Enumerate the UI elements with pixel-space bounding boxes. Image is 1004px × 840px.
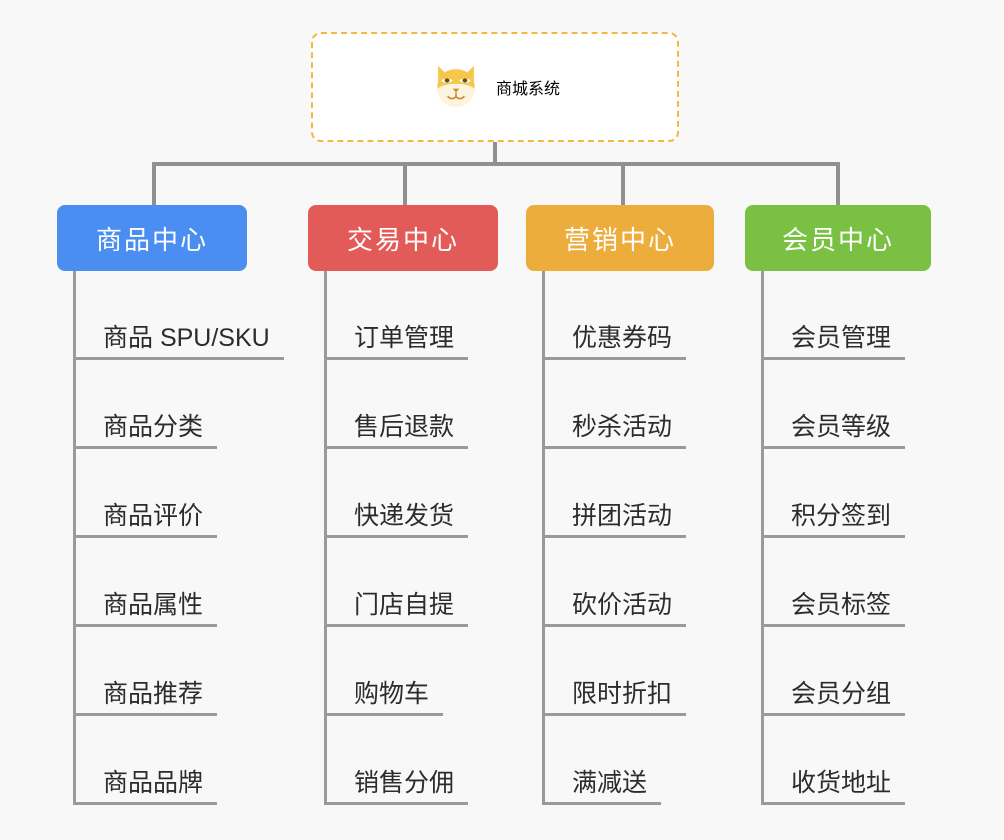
list-item[interactable]: 满减送 xyxy=(544,716,756,805)
list-item[interactable]: 拼团活动 xyxy=(544,449,756,538)
leaf-label: 秒杀活动 xyxy=(544,413,687,449)
list-item[interactable]: 秒杀活动 xyxy=(544,360,756,449)
leaf-label: 售后退款 xyxy=(326,413,469,449)
branch-header-2[interactable]: 交易中心 xyxy=(308,205,498,271)
leaf-label: 砍价活动 xyxy=(544,591,687,627)
list-item[interactable]: 销售分佣 xyxy=(326,716,548,805)
leaf-label: 销售分佣 xyxy=(326,769,469,805)
list-item[interactable]: 限时折扣 xyxy=(544,627,756,716)
list-item[interactable]: 商品 SPU/SKU xyxy=(75,271,307,360)
list-item[interactable]: 商品推荐 xyxy=(75,627,307,716)
list-item[interactable]: 会员等级 xyxy=(763,360,975,449)
connector-bus xyxy=(152,162,840,166)
branch-body-4: 会员管理 会员等级 积分签到 会员标签 会员分组 收货地址 xyxy=(745,271,975,805)
leaf-label: 商品品牌 xyxy=(75,769,218,805)
list-item[interactable]: 快递发货 xyxy=(326,449,548,538)
leaf-label: 商品推荐 xyxy=(75,680,218,716)
leaf-label: 会员分组 xyxy=(763,680,906,716)
leaf-label: 商品分类 xyxy=(75,413,218,449)
branch-body-3: 优惠券码 秒杀活动 拼团活动 砍价活动 限时折扣 满减送 xyxy=(526,271,756,805)
branch-spine-3 xyxy=(542,271,545,805)
leaf-label: 收货地址 xyxy=(763,769,906,805)
list-item[interactable]: 商品属性 xyxy=(75,538,307,627)
leaf-label: 优惠券码 xyxy=(544,324,687,360)
branch-spine-2 xyxy=(324,271,327,805)
list-item[interactable]: 商品评价 xyxy=(75,449,307,538)
list-item[interactable]: 砍价活动 xyxy=(544,538,756,627)
branch-header-label-2: 交易中心 xyxy=(346,224,459,255)
branch-header-label-1: 商品中心 xyxy=(95,224,208,255)
branch-body-2: 订单管理 售后退款 快递发货 门店自提 购物车 销售分佣 xyxy=(308,271,548,805)
shiba-dog-icon xyxy=(437,65,475,107)
list-item[interactable]: 订单管理 xyxy=(326,271,548,360)
leaf-label: 快递发货 xyxy=(326,502,469,538)
leaf-list-1: 商品 SPU/SKU 商品分类 商品评价 商品属性 商品推荐 商品品牌 xyxy=(75,271,307,805)
connector-drop-col-1 xyxy=(152,162,156,207)
branch-header-3[interactable]: 营销中心 xyxy=(526,205,714,271)
list-item[interactable]: 商品分类 xyxy=(75,360,307,449)
branch-body-1: 商品 SPU/SKU 商品分类 商品评价 商品属性 商品推荐 商品品牌 xyxy=(57,271,307,805)
connector-root-stem xyxy=(493,142,497,164)
connector-drop-col-2 xyxy=(403,162,407,207)
branch-header-label-4: 会员中心 xyxy=(781,224,894,255)
leaf-label: 商品属性 xyxy=(75,591,218,627)
leaf-label: 订单管理 xyxy=(326,324,469,360)
connector-drop-col-4 xyxy=(836,162,840,207)
branch-header-1[interactable]: 商品中心 xyxy=(57,205,247,271)
branch-column-4: 会员中心 会员管理 会员等级 积分签到 会员标签 会员分组 收货地址 xyxy=(745,205,975,805)
leaf-label: 会员标签 xyxy=(763,591,906,627)
list-item[interactable]: 购物车 xyxy=(326,627,548,716)
list-item[interactable]: 收货地址 xyxy=(763,716,975,805)
list-item[interactable]: 商品品牌 xyxy=(75,716,307,805)
leaf-label: 会员管理 xyxy=(763,324,906,360)
leaf-label: 商品 SPU/SKU xyxy=(75,324,284,360)
branch-column-3: 营销中心 优惠券码 秒杀活动 拼团活动 砍价活动 限时折扣 满减送 xyxy=(526,205,756,805)
connector-drop-col-3 xyxy=(621,162,625,207)
list-item[interactable]: 积分签到 xyxy=(763,449,975,538)
branch-header-label-3: 营销中心 xyxy=(563,224,676,255)
leaf-label: 限时折扣 xyxy=(544,680,687,716)
branch-spine-1 xyxy=(73,271,76,805)
list-item[interactable]: 售后退款 xyxy=(326,360,548,449)
branch-column-1: 商品中心 商品 SPU/SKU 商品分类 商品评价 商品属性 商品推荐 商品品牌 xyxy=(57,205,307,805)
leaf-label: 商品评价 xyxy=(75,502,218,538)
leaf-label: 拼团活动 xyxy=(544,502,687,538)
list-item[interactable]: 会员管理 xyxy=(763,271,975,360)
branch-spine-4 xyxy=(761,271,764,805)
list-item[interactable]: 门店自提 xyxy=(326,538,548,627)
list-item[interactable]: 会员分组 xyxy=(763,627,975,716)
leaf-label: 会员等级 xyxy=(763,413,906,449)
leaf-label: 门店自提 xyxy=(326,591,469,627)
branch-column-2: 交易中心 订单管理 售后退款 快递发货 门店自提 购物车 销售分佣 xyxy=(308,205,548,805)
branch-header-4[interactable]: 会员中心 xyxy=(745,205,931,271)
root-title: 商城系统 xyxy=(495,81,560,98)
leaf-label: 积分签到 xyxy=(763,502,906,538)
list-item[interactable]: 会员标签 xyxy=(763,538,975,627)
leaf-list-4: 会员管理 会员等级 积分签到 会员标签 会员分组 收货地址 xyxy=(763,271,975,805)
root-node[interactable]: 商城系统 xyxy=(311,32,679,142)
leaf-list-3: 优惠券码 秒杀活动 拼团活动 砍价活动 限时折扣 满减送 xyxy=(544,271,756,805)
list-item[interactable]: 优惠券码 xyxy=(544,271,756,360)
leaf-label: 满减送 xyxy=(544,769,662,805)
leaf-label: 购物车 xyxy=(326,680,444,716)
leaf-list-2: 订单管理 售后退款 快递发货 门店自提 购物车 销售分佣 xyxy=(326,271,548,805)
